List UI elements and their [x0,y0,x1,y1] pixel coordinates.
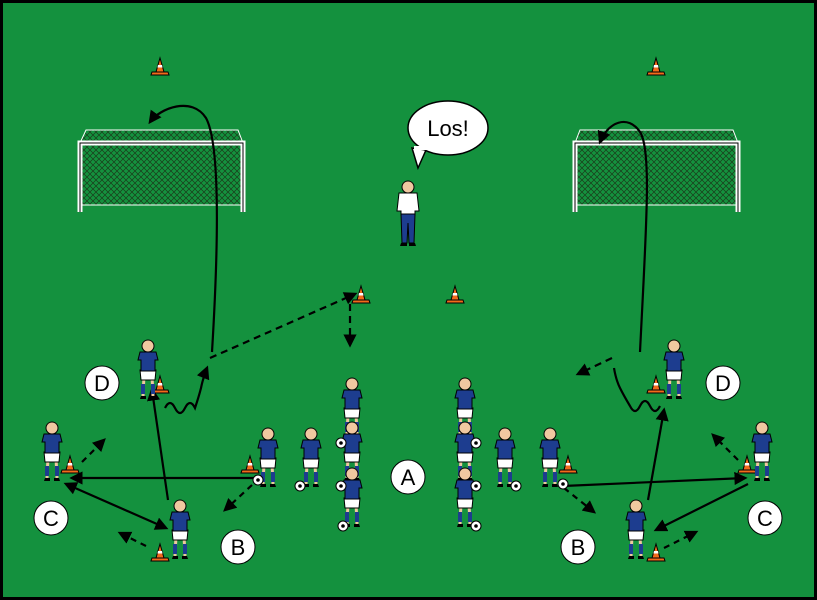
goal-right [572,129,741,212]
left-drill-paths [63,104,358,547]
run-arrow [117,531,147,547]
pass-arrow [63,482,169,530]
label-right-b: B [560,529,596,565]
pass-arrow [653,483,749,532]
soccer-ball-icon [557,478,569,490]
run-arrow [575,357,613,376]
label-right-c: C [747,500,783,536]
svg-text:D: D [715,371,731,396]
soccer-ball-icon [510,480,522,492]
goal-net-icon [79,142,244,206]
label-right-d: D [705,365,741,401]
right-drill-paths [562,121,749,549]
soccer-ball-icon [252,474,264,486]
label-a: A [390,459,426,495]
soccer-ball-icon [294,480,306,492]
label-left-b: B [220,529,256,565]
label-left-d: D [84,365,120,401]
soccer-ball-icon [470,480,482,492]
run-arrow [711,433,739,461]
coach-speech-bubble: Los! [407,100,489,171]
soccer-ball-icon [337,520,349,532]
dribble-arrow [612,367,661,413]
goal-left [77,129,246,212]
svg-text:C: C [43,506,59,531]
pitch [3,3,814,597]
svg-text:C: C [757,506,773,531]
pass-arrow [146,387,170,501]
svg-text:B: B [571,535,586,560]
run-arrow [209,292,358,360]
soccer-ball-icon [470,437,482,449]
pass-arrow [562,471,748,488]
coach-speech-text: Los! [427,116,469,141]
svg-text:B: B [231,535,246,560]
run-arrow [663,530,699,549]
soccer-ball-icon [335,480,347,492]
coach-figure-icon [396,180,420,246]
svg-text:D: D [94,371,110,396]
goal-net-icon [574,142,739,206]
soccer-ball-icon [335,437,347,449]
soccer-ball-icon [470,520,482,532]
shot-arrow [148,104,218,353]
shot-arrow [597,121,649,353]
pass-arrow [646,407,669,501]
label-left-c: C [33,500,69,536]
dribble-arrow [164,365,210,415]
svg-text:A: A [401,465,416,490]
run-arrow [81,438,106,463]
